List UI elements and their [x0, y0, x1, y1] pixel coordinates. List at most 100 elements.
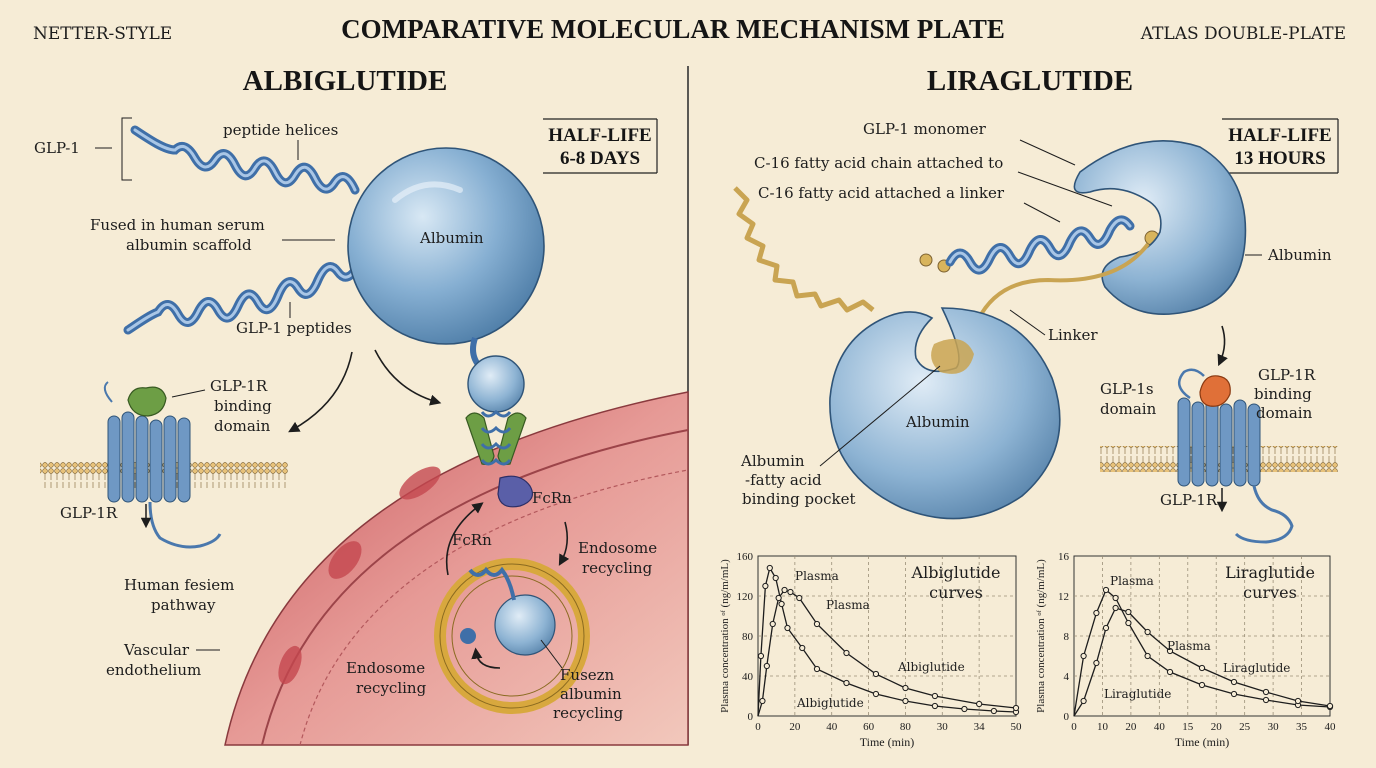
- albiglutide-chart-title-line2: curves: [929, 583, 983, 602]
- albiglutide-x-tick-label: 34: [974, 721, 986, 733]
- liraglutide-annotation: Liraglutide: [1104, 687, 1171, 701]
- human-pathway-label-line1: Human fesiem: [124, 576, 234, 594]
- albiglutide-y-axis-label: Plasma concentration ᵒᶠ (ng/m/mL): [719, 559, 731, 713]
- liraglutide-data-point: [1093, 609, 1100, 617]
- glp1-peptides-label: GLP-1 peptides: [236, 319, 352, 337]
- albumin-label: Albumin: [419, 229, 484, 247]
- albiglutide-data-point: [843, 649, 850, 657]
- albiglutide-x-axis-label: Time (min): [860, 735, 915, 749]
- liraglutide-half-life-box: HALF-LIFE 13 HOURS: [1222, 118, 1339, 174]
- fusen-recycling-line1: Fusezn: [560, 666, 615, 684]
- liraglutide-x-tick-label: 15: [1182, 721, 1194, 733]
- glp1r-binding-right-line2: binding: [1254, 385, 1312, 403]
- albiglutide-data-point: [1012, 704, 1020, 712]
- albiglutide-data-point: [757, 652, 765, 660]
- pocket-label-line2: -fatty acid: [745, 471, 822, 489]
- albiglutide-y-tick-label: 40: [742, 671, 754, 683]
- albiglutide-data-point: [961, 705, 968, 713]
- endosome-recycling-right-line1: Endosome: [578, 539, 657, 557]
- liraglutide-data-point: [1144, 628, 1151, 636]
- header-left-tag: NETTER-STYLE: [33, 24, 172, 44]
- liraglutide-data-point: [1080, 697, 1087, 705]
- albiglutide-series-line-0: [757, 566, 1017, 717]
- liraglutide-data-point: [1102, 586, 1110, 594]
- albiglutide-panel: ALBIGLUTIDE HALF-LIFE 6-8 DAYS: [34, 65, 689, 746]
- albiglutide-data-point: [902, 684, 909, 692]
- albiglutide-data-point: [796, 594, 803, 602]
- liraglutide-x-tick-label: 25: [1239, 721, 1251, 733]
- glp1r-binding-label-line1: GLP-1R: [210, 377, 268, 395]
- liraglutide-half-life-value: 13 HOURS: [1234, 148, 1325, 169]
- albiglutide-data-point: [902, 697, 909, 705]
- fused-scaffold-label-line1: Fused in human serum: [90, 216, 265, 234]
- albumin-left-shape: [829, 307, 1061, 520]
- glp1r-receptor-left: [40, 381, 288, 549]
- albiglutide-x-tick-label: 30: [937, 721, 949, 733]
- albiglutide-data-point: [799, 644, 806, 652]
- liraglutide-x-tick-label: 10: [1097, 721, 1109, 733]
- glp1r-binding-label-line3: domain: [214, 417, 271, 435]
- albumin-right-shape: [1073, 140, 1247, 315]
- liraglutide-x-tick-label: 40: [1325, 721, 1337, 733]
- albiglutide-data-point: [769, 620, 776, 628]
- albiglutide-data-point: [843, 679, 850, 687]
- albiglutide-data-point: [784, 624, 791, 632]
- glp1-helix-bottom: [123, 257, 365, 335]
- albumin-left-label: Albumin: [905, 413, 970, 431]
- vascular-endothelium-wall: [224, 391, 689, 746]
- liraglutide-data-point: [1262, 696, 1270, 704]
- albiglutide-data-point: [813, 620, 821, 628]
- endosome-recycling-right-line2: recycling: [582, 559, 653, 577]
- pocket-label-line1: Albumin: [740, 452, 805, 470]
- liraglutide-y-tick-label: 0: [1064, 711, 1070, 723]
- liraglutide-data-point: [1102, 624, 1110, 632]
- header: NETTER-STYLE COMPARATIVE MOLECULAR MECHA…: [33, 14, 1346, 44]
- liraglutide-x-tick-label: 35: [1296, 721, 1308, 733]
- glp1r-label-right: GLP-1R: [1160, 491, 1218, 509]
- liraglutide-half-life-label: HALF-LIFE: [1228, 125, 1331, 146]
- liraglutide-panel: LIRAGLUTIDE HALF-LIFE 13 HOURS Albumin L…: [733, 65, 1339, 544]
- liraglutide-data-point: [1112, 594, 1119, 602]
- albiglutide-data-point: [772, 574, 779, 582]
- glp1-helix-top: [130, 125, 360, 195]
- glp1s-domain-line2: domain: [1100, 400, 1157, 418]
- glp1s-domain-line1: GLP-1s: [1100, 380, 1154, 398]
- pocket-label-line3: binding pocket: [742, 490, 856, 508]
- liraglutide-data-point: [1294, 697, 1302, 705]
- liraglutide-annotation: Plasma: [1167, 639, 1211, 653]
- albiglutide-data-point: [759, 697, 766, 705]
- liraglutide-data-point: [1230, 690, 1238, 698]
- albiglutide-x-tick-label: 80: [900, 721, 912, 733]
- liraglutide-y-axis-label: Plasma concentration ᵒᶠ (ng/m/mL): [1035, 559, 1047, 713]
- liraglutide-data-point: [1093, 659, 1100, 667]
- liraglutide-chart-title-line2: curves: [1243, 583, 1297, 602]
- liraglutide-annotation: Plasma: [1110, 574, 1154, 588]
- fused-scaffold-label-line2: albumin scaffold: [126, 236, 252, 254]
- c16-fatty-acid-chain: [733, 186, 875, 313]
- liraglutide-y-tick-label: 8: [1064, 631, 1070, 643]
- albiglutide-half-life-box: HALF-LIFE 6-8 DAYS: [543, 118, 658, 174]
- albiglutide-annotation: Plasma: [795, 569, 839, 583]
- albiglutide-half-life-label: HALF-LIFE: [548, 125, 651, 146]
- vascular-endothelium-label-line1: Vascular: [123, 641, 190, 659]
- liraglutide-data-point: [1262, 688, 1270, 696]
- liraglutide-x-tick-label: 20: [1125, 721, 1137, 733]
- peptide-helices-label: peptide helices: [223, 121, 338, 139]
- liraglutide-x-tick-label: 0: [1071, 721, 1077, 733]
- human-pathway-label-line2: pathway: [151, 596, 216, 614]
- albiglutide-data-point: [872, 690, 880, 698]
- albiglutide-data-point: [976, 700, 983, 708]
- albiglutide-data-point: [775, 594, 782, 602]
- glp1r-receptor-right: [1100, 368, 1338, 544]
- albiglutide-annotation: Albiglutide: [796, 696, 864, 710]
- albiglutide-y-tick-label: 0: [748, 711, 754, 723]
- linker-label: Linker: [1048, 326, 1098, 344]
- liraglutide-title: LIRAGLUTIDE: [927, 65, 1133, 97]
- fcrn-label-2: FcRn: [452, 531, 492, 549]
- albiglutide-x-tick-label: 0: [755, 721, 761, 733]
- albiglutide-data-point: [778, 600, 785, 608]
- header-right-tag: ATLAS DOUBLE-PLATE: [1140, 24, 1346, 44]
